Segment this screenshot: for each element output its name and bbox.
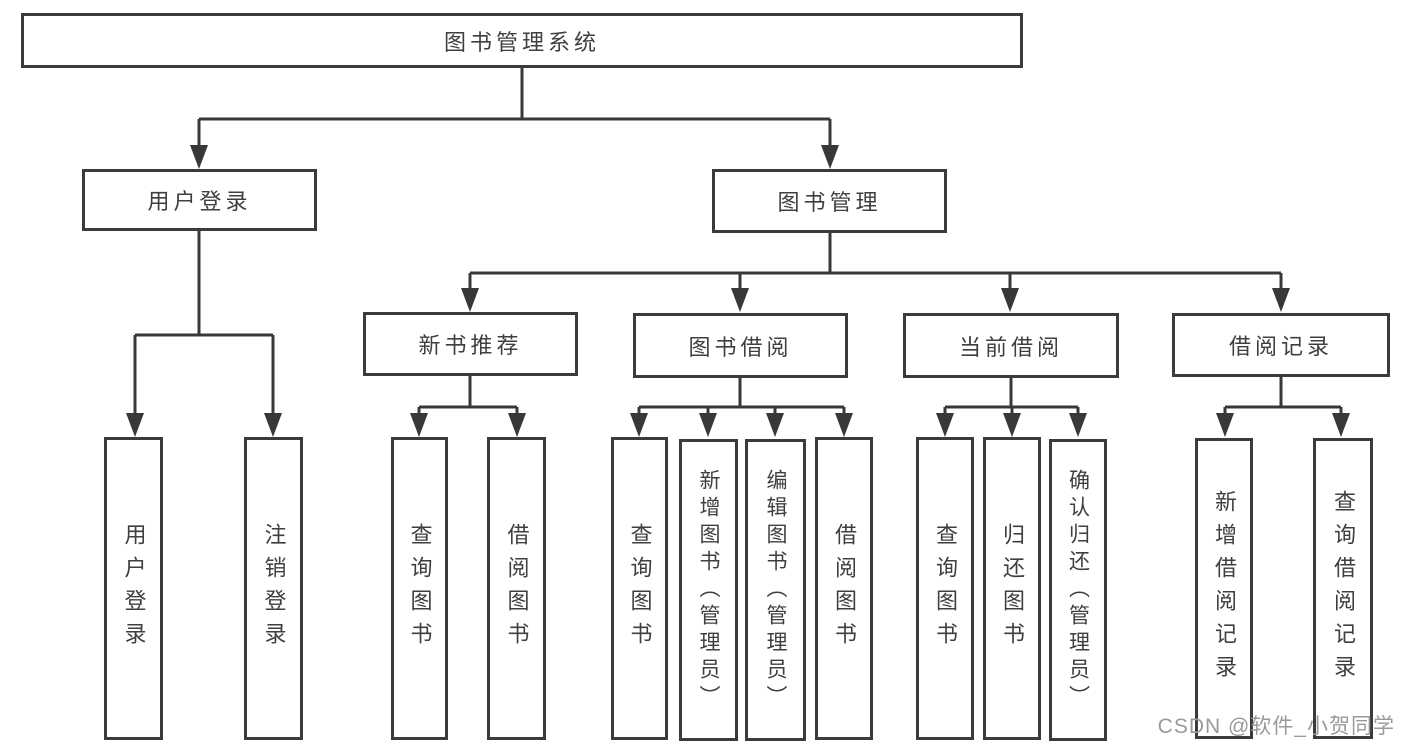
node-new-book-rec-label: 新书推荐 xyxy=(418,333,523,358)
connector-book-borrow-children xyxy=(630,378,853,437)
leaf-logout: 注销登录 xyxy=(244,437,303,740)
leaf-bor-edit-book-label: 编辑图书（管理员） xyxy=(764,468,787,712)
leaf-cur-query-book-label: 查询图书 xyxy=(933,522,958,655)
node-book-mgmt: 图书管理 xyxy=(712,169,947,233)
node-current-borrow: 当前借阅 xyxy=(903,313,1119,378)
connector-current-borrow-children xyxy=(936,378,1087,437)
leaf-cur-confirm-return-label: 确认归还（管理员） xyxy=(1066,468,1090,712)
node-root-label: 图书管理系统 xyxy=(443,29,600,55)
leaf-rcd-query-record-label: 查询借阅记录 xyxy=(1331,489,1356,688)
connector-root-to-level2 xyxy=(190,68,839,169)
leaf-bor-query-book-label: 查询图书 xyxy=(627,522,653,655)
leaf-bor-borrow-book: 借阅图书 xyxy=(815,437,873,740)
node-user-login: 用户登录 xyxy=(82,169,317,231)
leaf-rec-borrow-book: 借阅图书 xyxy=(487,437,546,740)
leaf-rec-borrow-book-label: 借阅图书 xyxy=(504,522,530,655)
leaf-bor-add-book: 新增图书（管理员） xyxy=(679,439,738,741)
node-book-borrow-label: 图书借阅 xyxy=(688,334,793,360)
csdn-watermark: CSDN @软件_小贺同学 xyxy=(1157,715,1395,738)
leaf-user-login-label: 用户登录 xyxy=(121,522,147,655)
node-user-login-label: 用户登录 xyxy=(147,189,252,214)
leaf-bor-add-book-label: 新增图书（管理员） xyxy=(697,468,720,712)
connector-new-book-rec-children xyxy=(410,376,526,437)
leaf-rec-query-book: 查询图书 xyxy=(391,437,448,740)
leaf-cur-confirm-return: 确认归还（管理员） xyxy=(1049,439,1107,741)
leaf-rcd-add-record: 新增借阅记录 xyxy=(1195,438,1253,739)
node-book-mgmt-label: 图书管理 xyxy=(777,190,882,215)
connector-borrow-records-children xyxy=(1216,377,1350,437)
leaf-bor-borrow-book-label: 借阅图书 xyxy=(832,522,857,655)
leaf-user-login: 用户登录 xyxy=(104,437,163,740)
leaf-bor-edit-book: 编辑图书（管理员） xyxy=(745,439,806,741)
leaf-logout-label: 注销登录 xyxy=(261,522,287,655)
leaf-bor-query-book: 查询图书 xyxy=(611,437,668,740)
leaf-rcd-add-record-label: 新增借阅记录 xyxy=(1212,489,1237,688)
leaf-cur-query-book: 查询图书 xyxy=(916,437,974,740)
node-root: 图书管理系统 xyxy=(21,13,1023,68)
node-book-borrow: 图书借阅 xyxy=(633,313,848,378)
node-current-borrow-label: 当前借阅 xyxy=(958,334,1063,360)
node-borrow-records-label: 借阅记录 xyxy=(1228,334,1333,359)
node-borrow-records: 借阅记录 xyxy=(1172,313,1390,377)
leaf-cur-return-book: 归还图书 xyxy=(983,437,1041,740)
leaf-cur-return-book-label: 归还图书 xyxy=(1000,522,1025,655)
connector-user-login-children xyxy=(126,231,282,437)
node-new-book-rec: 新书推荐 xyxy=(363,312,578,376)
leaf-rcd-query-record: 查询借阅记录 xyxy=(1313,438,1373,739)
connector-book-mgmt-children xyxy=(461,233,1290,312)
leaf-rec-query-book-label: 查询图书 xyxy=(407,522,433,655)
